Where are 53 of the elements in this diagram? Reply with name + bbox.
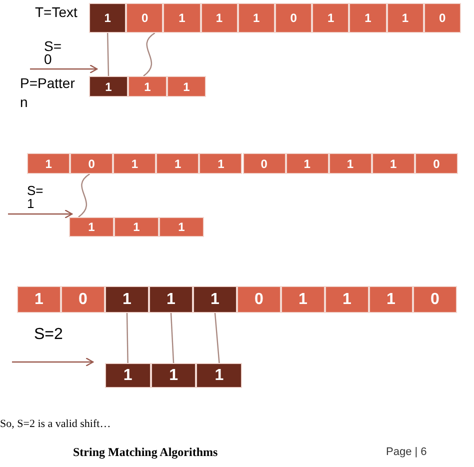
- match-line: [214, 312, 220, 364]
- bit-cell: 1: [69, 217, 114, 237]
- bit-cell: 1: [89, 3, 126, 33]
- bit-cell: 0: [275, 3, 312, 33]
- bit-cell: 1: [199, 153, 242, 174]
- match-line: [107, 32, 110, 76]
- row-label: T=Text: [35, 4, 78, 21]
- bit-cell: 0: [61, 286, 105, 313]
- bit-cell: 1: [325, 286, 369, 313]
- bit-cell: 1: [128, 76, 167, 97]
- shift-label: S= 1: [27, 184, 44, 210]
- bit-cell: 1: [89, 76, 128, 97]
- bit-cell: 1: [156, 153, 200, 174]
- bit-cell: 1: [196, 363, 242, 388]
- bit-cell: 0: [413, 286, 457, 313]
- footer-title: String Matching Algorithms: [73, 445, 218, 459]
- bit-cell: 1: [27, 153, 70, 174]
- bit-cell: 1: [369, 286, 413, 313]
- bit-cell: 1: [238, 3, 275, 33]
- bit-cell: 1: [17, 286, 61, 313]
- bit-cell: 1: [200, 3, 238, 33]
- bit-cell: 1: [328, 153, 372, 174]
- match-line: [170, 312, 174, 364]
- bit-cell: 1: [312, 3, 350, 33]
- bit-cell: 1: [349, 3, 387, 33]
- match-line: [126, 312, 128, 364]
- page-number: Page | 6: [386, 445, 427, 459]
- bit-cell: 1: [105, 286, 149, 313]
- bit-cell: 1: [105, 363, 151, 388]
- bit-cell: 1: [150, 363, 196, 388]
- bit-cell: 0: [424, 3, 461, 33]
- bit-cell: 1: [167, 76, 206, 97]
- bit-cell: 1: [113, 153, 156, 174]
- bit-cell: 0: [126, 3, 164, 33]
- bit-cell: 1: [163, 3, 201, 33]
- bit-cell: 0: [237, 286, 281, 313]
- bit-cell: 0: [414, 153, 458, 174]
- wavy-connector: [143, 32, 156, 76]
- bit-cell: 1: [114, 217, 159, 237]
- bit-cell: 1: [386, 3, 424, 33]
- bit-cell: 0: [70, 153, 114, 174]
- bit-cell: 0: [242, 153, 286, 174]
- shift-label: S=2: [34, 326, 63, 344]
- row-label: P=Pattern: [20, 74, 76, 112]
- note-text: So, S=2 is a valid shift…: [0, 418, 111, 431]
- shift-label: S= 0: [44, 40, 63, 66]
- bit-cell: 1: [159, 217, 204, 237]
- bit-cell: 1: [286, 153, 329, 174]
- wavy-connector: [78, 174, 90, 218]
- bit-cell: 1: [281, 286, 325, 313]
- bit-cell: 1: [149, 286, 193, 313]
- bit-cell: 1: [372, 153, 415, 174]
- bit-cell: 1: [193, 286, 237, 313]
